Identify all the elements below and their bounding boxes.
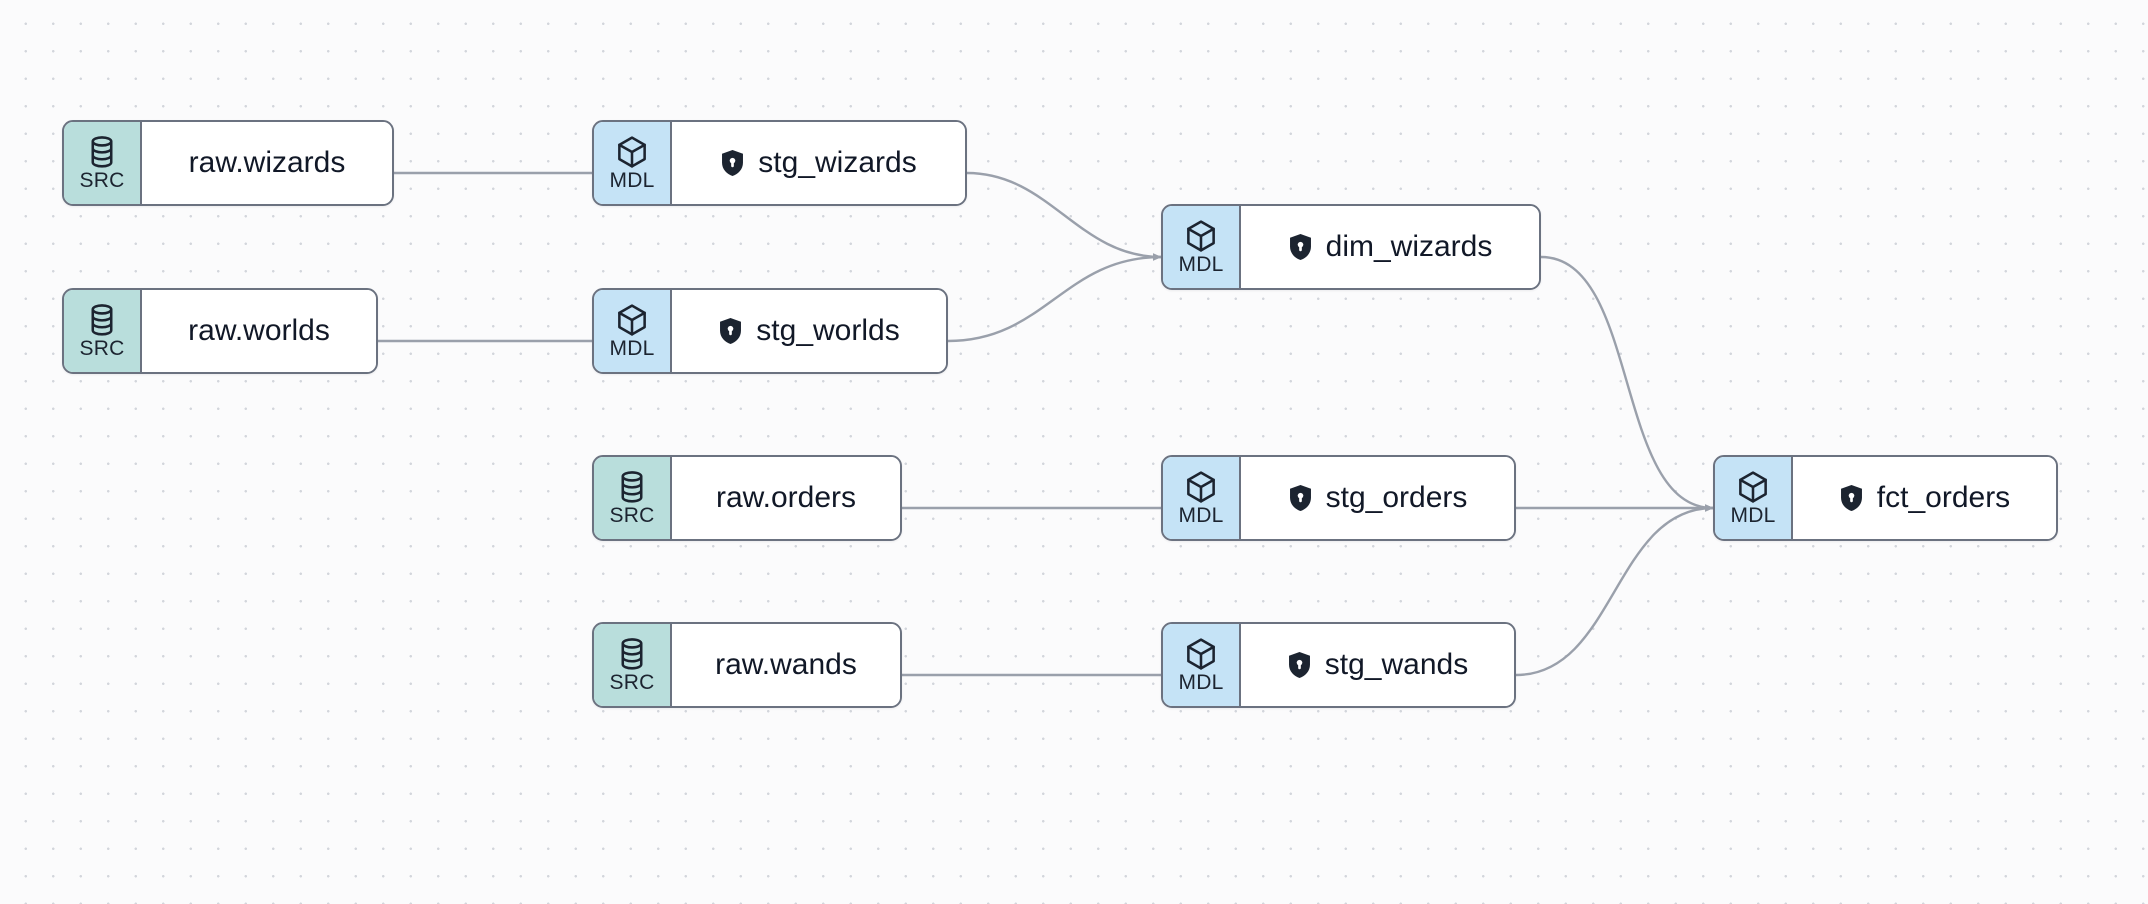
node-type-label: SRC — [609, 504, 655, 527]
node-type-badge-raw_worlds: SRC — [64, 290, 142, 372]
node-type-label: MDL — [1178, 253, 1224, 276]
node-label: stg_wands — [1324, 648, 1469, 681]
node-label: dim_wizards — [1325, 230, 1493, 263]
shield-lock-icon — [1287, 651, 1312, 679]
node-raw_wands[interactable]: SRC raw.wands — [592, 622, 902, 708]
node-label: stg_worlds — [756, 314, 900, 347]
node-type-badge-raw_wands: SRC — [594, 624, 672, 706]
node-label: stg_wizards — [758, 146, 917, 179]
node-type-badge-stg_orders: MDL — [1163, 457, 1241, 539]
node-label: stg_orders — [1325, 481, 1468, 514]
cube-icon — [1184, 219, 1218, 253]
node-label: raw.orders — [715, 481, 857, 514]
node-type-badge-fct_orders: MDL — [1715, 457, 1793, 539]
node-stg_orders[interactable]: MDL stg_orders — [1161, 455, 1516, 541]
node-type-badge-stg_worlds: MDL — [594, 290, 672, 372]
node-label: raw.wizards — [188, 146, 346, 179]
node-body-fct_orders: fct_orders — [1793, 457, 2056, 539]
node-type-label: MDL — [609, 169, 655, 192]
database-icon — [617, 637, 647, 671]
node-type-label: MDL — [1178, 671, 1224, 694]
cube-icon — [615, 135, 649, 169]
node-body-stg_worlds: stg_worlds — [672, 290, 946, 372]
node-type-badge-raw_wizards: SRC — [64, 122, 142, 204]
database-icon — [617, 470, 647, 504]
cube-icon — [1736, 470, 1770, 504]
shield-lock-icon — [718, 317, 743, 345]
node-label: raw.worlds — [188, 314, 330, 347]
edge-stg_wizards-to-dim_wizards[interactable] — [965, 171, 1163, 261]
shield-lock-icon — [1839, 484, 1864, 512]
node-stg_worlds[interactable]: MDL stg_worlds — [592, 288, 948, 374]
node-type-badge-raw_orders: SRC — [594, 457, 672, 539]
node-type-label: SRC — [79, 169, 125, 192]
node-raw_wizards[interactable]: SRC raw.wizards — [62, 120, 394, 206]
node-body-dim_wizards: dim_wizards — [1241, 206, 1539, 288]
shield-lock-icon — [1288, 233, 1313, 261]
node-dim_wizards[interactable]: MDL dim_wizards — [1161, 204, 1541, 290]
node-type-label: MDL — [1730, 504, 1776, 527]
node-type-badge-dim_wizards: MDL — [1163, 206, 1241, 288]
node-body-raw_wands: raw.wands — [672, 624, 900, 706]
database-icon — [87, 303, 117, 337]
node-stg_wands[interactable]: MDL stg_wands — [1161, 622, 1516, 708]
edge-stg_worlds-to-dim_wizards[interactable] — [946, 253, 1163, 343]
edge-stg_wands-to-fct_orders[interactable] — [1514, 504, 1715, 677]
node-body-stg_orders: stg_orders — [1241, 457, 1514, 539]
node-body-raw_worlds: raw.worlds — [142, 290, 376, 372]
node-body-stg_wizards: stg_wizards — [672, 122, 965, 204]
node-body-stg_wands: stg_wands — [1241, 624, 1514, 706]
node-type-label: SRC — [609, 671, 655, 694]
edge-dim_wizards-to-fct_orders[interactable] — [1539, 255, 1715, 512]
node-body-raw_wizards: raw.wizards — [142, 122, 392, 204]
node-body-raw_orders: raw.orders — [672, 457, 900, 539]
database-icon — [87, 135, 117, 169]
cube-icon — [615, 303, 649, 337]
node-label: fct_orders — [1876, 481, 2011, 514]
node-raw_worlds[interactable]: SRC raw.worlds — [62, 288, 378, 374]
node-type-label: MDL — [609, 337, 655, 360]
node-type-badge-stg_wands: MDL — [1163, 624, 1241, 706]
node-label: raw.wands — [715, 648, 857, 681]
node-type-label: MDL — [1178, 504, 1224, 527]
shield-lock-icon — [1288, 484, 1313, 512]
cube-icon — [1184, 637, 1218, 671]
node-fct_orders[interactable]: MDL fct_orders — [1713, 455, 2058, 541]
node-stg_wizards[interactable]: MDL stg_wizards — [592, 120, 967, 206]
node-raw_orders[interactable]: SRC raw.orders — [592, 455, 902, 541]
cube-icon — [1184, 470, 1218, 504]
node-type-badge-stg_wizards: MDL — [594, 122, 672, 204]
shield-lock-icon — [720, 149, 745, 177]
node-type-label: SRC — [79, 337, 125, 360]
